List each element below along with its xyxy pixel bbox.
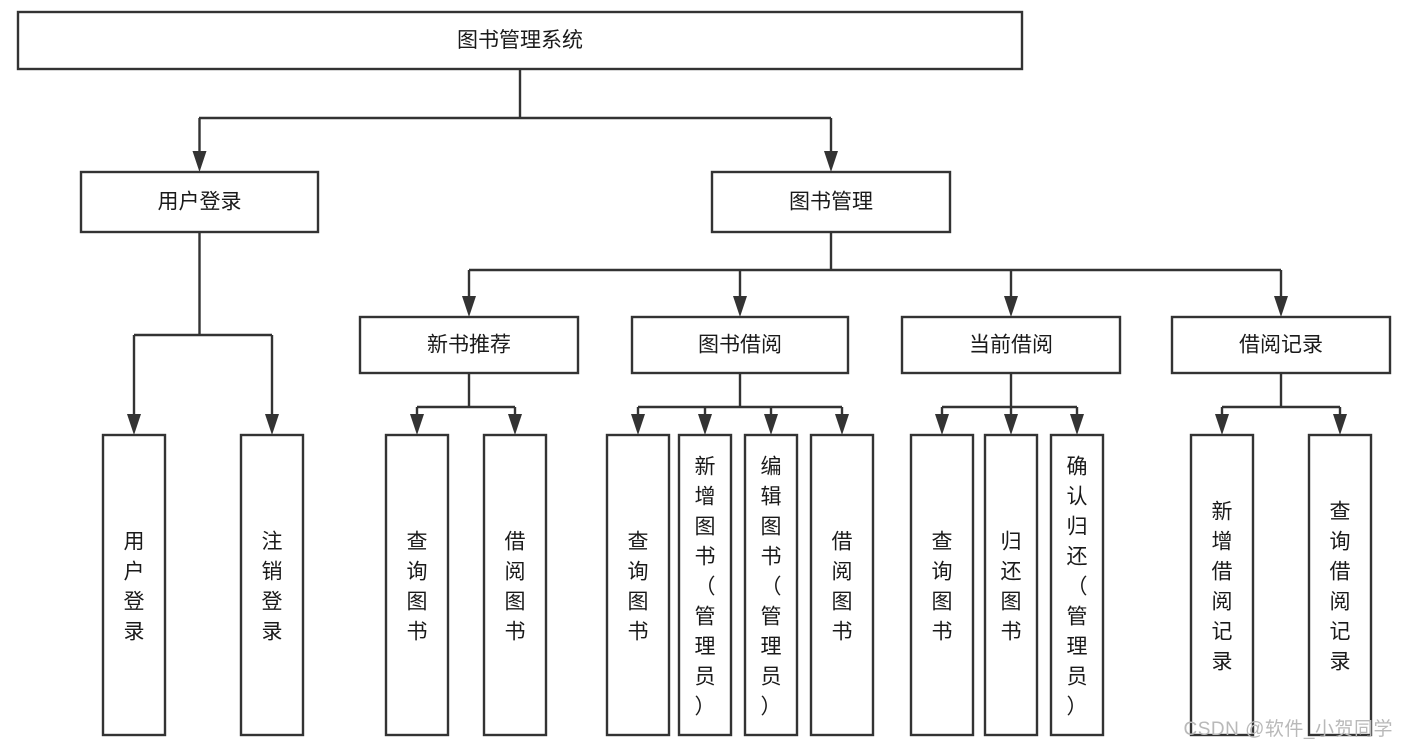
node-label-root: 图书管理系统: [457, 29, 583, 52]
node-book-manage[interactable]: 图书管理: [710, 170, 952, 234]
node-label-current-borrow: 当前借阅: [969, 334, 1053, 357]
node-borrow-record[interactable]: 借阅记录: [1170, 315, 1392, 375]
node-leaf-add-record[interactable]: 新增借阅记录: [1189, 433, 1255, 737]
node-label-leaf-user-logout: 注销登录: [262, 530, 283, 643]
node-leaf-query-book-3[interactable]: 查询图书: [909, 433, 975, 737]
node-current-borrow[interactable]: 当前借阅: [900, 315, 1122, 375]
node-label-leaf-query-book-1: 查询图书: [407, 530, 428, 643]
node-label-new-book-recommend: 新书推荐: [427, 334, 511, 357]
node-label-leaf-query-book-3: 查询图书: [932, 530, 953, 643]
node-label-leaf-add-record: 新增借阅记录: [1212, 500, 1233, 673]
node-new-book-recommend[interactable]: 新书推荐: [358, 315, 580, 375]
node-box-leaf-user-login: [101, 433, 167, 737]
arrow-to-book-manage: [824, 151, 838, 172]
node-box-leaf-add-record: [1189, 433, 1255, 737]
node-label-leaf-borrow-book-1: 借阅图书: [505, 530, 526, 643]
arrow-to-new-book-recommend: [462, 296, 476, 317]
node-label-leaf-query-record: 查询借阅记录: [1330, 500, 1351, 673]
node-box-leaf-query-book-1: [384, 433, 450, 737]
node-root[interactable]: 图书管理系统: [16, 10, 1024, 71]
node-label-book-manage: 图书管理: [789, 191, 873, 214]
arrow-to-leaf-edit-book: [764, 414, 778, 435]
node-label-book-borrow: 图书借阅: [698, 334, 782, 357]
node-box-leaf-borrow-book-1: [482, 433, 548, 737]
arrow-to-leaf-borrow-book-1: [508, 414, 522, 435]
csdn-watermark: CSDN @软件_小贺同学: [1183, 719, 1393, 740]
node-book-borrow[interactable]: 图书借阅: [630, 315, 850, 375]
node-leaf-return-book[interactable]: 归还图书: [983, 433, 1039, 737]
node-leaf-borrow-book-2[interactable]: 借阅图书: [809, 433, 875, 737]
node-box-new-book-recommend: [358, 315, 580, 375]
node-box-leaf-borrow-book-2: [809, 433, 875, 737]
node-box-leaf-edit-book: [743, 433, 799, 737]
node-box-leaf-confirm-return: [1049, 433, 1105, 737]
node-label-leaf-confirm-return: 确认归还（管理员）: [1067, 455, 1088, 718]
node-label-leaf-query-book-2: 查询图书: [628, 530, 649, 643]
node-box-root: [16, 10, 1024, 71]
node-box-current-borrow: [900, 315, 1122, 375]
arrow-to-leaf-query-book-2: [631, 414, 645, 435]
arrow-to-leaf-add-record: [1215, 414, 1229, 435]
node-leaf-query-book-2[interactable]: 查询图书: [605, 433, 671, 737]
arrow-to-leaf-user-logout: [265, 414, 279, 435]
arrow-to-borrow-record: [1274, 296, 1288, 317]
arrow-to-current-borrow: [1004, 296, 1018, 317]
node-leaf-query-book-1[interactable]: 查询图书: [384, 433, 450, 737]
node-box-borrow-record: [1170, 315, 1392, 375]
arrow-to-leaf-query-book-3: [935, 414, 949, 435]
node-label-borrow-record: 借阅记录: [1239, 334, 1323, 357]
node-label-leaf-return-book: 归还图书: [1001, 530, 1022, 643]
node-leaf-borrow-book-1[interactable]: 借阅图书: [482, 433, 548, 737]
node-box-leaf-user-logout: [239, 433, 305, 737]
node-user-login[interactable]: 用户登录: [79, 170, 320, 234]
node-label-leaf-edit-book: 编辑图书（管理员）: [761, 455, 782, 718]
node-label-user-login: 用户登录: [158, 191, 242, 214]
node-box-book-manage: [710, 170, 952, 234]
node-label-leaf-borrow-book-2: 借阅图书: [832, 530, 853, 643]
node-leaf-query-record[interactable]: 查询借阅记录: [1307, 433, 1373, 737]
node-leaf-add-book[interactable]: 新增图书（管理员）: [677, 433, 733, 737]
arrow-to-leaf-query-book-1: [410, 414, 424, 435]
arrow-to-leaf-query-record: [1333, 414, 1347, 435]
node-leaf-edit-book[interactable]: 编辑图书（管理员）: [743, 433, 799, 737]
node-box-user-login: [79, 170, 320, 234]
arrow-to-leaf-add-book: [698, 414, 712, 435]
node-leaf-confirm-return[interactable]: 确认归还（管理员）: [1049, 433, 1105, 737]
arrow-to-leaf-return-book: [1004, 414, 1018, 435]
arrow-to-user-login: [192, 151, 207, 172]
arrow-to-leaf-user-login: [127, 414, 141, 435]
node-box-leaf-query-record: [1307, 433, 1373, 737]
arrow-to-leaf-confirm-return: [1070, 414, 1084, 435]
arrow-to-leaf-borrow-book-2: [835, 414, 849, 435]
node-label-leaf-user-login: 用户登录: [124, 530, 145, 643]
node-box-leaf-add-book: [677, 433, 733, 737]
node-box-leaf-query-book-2: [605, 433, 671, 737]
node-leaf-user-logout[interactable]: 注销登录: [239, 433, 305, 737]
node-layer: 图书管理系统用户登录图书管理新书推荐图书借阅当前借阅借阅记录用户登录注销登录查询…: [16, 10, 1392, 737]
connector-layer: [127, 69, 1347, 435]
node-box-leaf-query-book-3: [909, 433, 975, 737]
node-leaf-user-login[interactable]: 用户登录: [101, 433, 167, 737]
node-box-leaf-return-book: [983, 433, 1039, 737]
arrow-to-book-borrow: [733, 296, 747, 317]
node-box-book-borrow: [630, 315, 850, 375]
node-label-leaf-add-book: 新增图书（管理员）: [695, 455, 716, 718]
